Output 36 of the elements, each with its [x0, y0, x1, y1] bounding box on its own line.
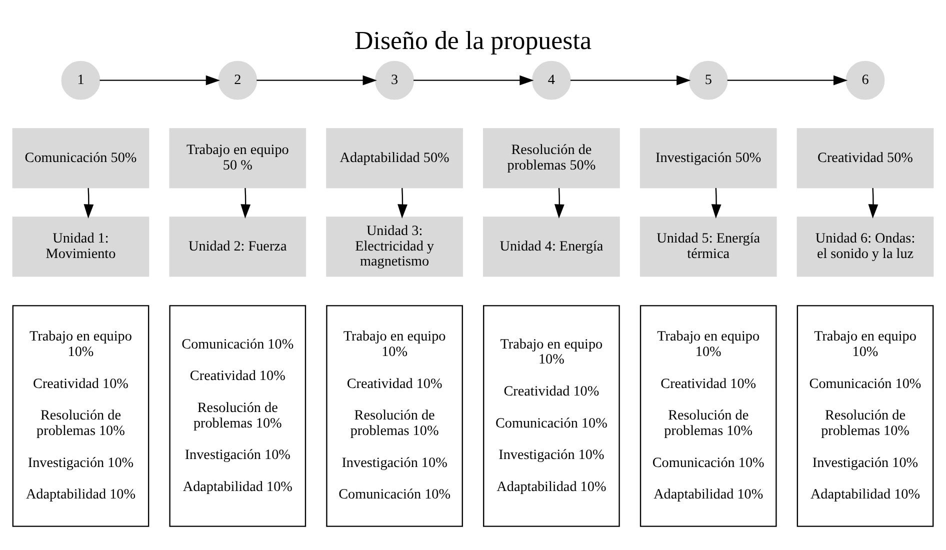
node-box: Unidad 6: Ondas: el sonido y la luz: [796, 216, 934, 277]
arrow: [414, 75, 534, 86]
node-circle: 2: [218, 60, 258, 100]
node-circle: 6: [846, 60, 885, 100]
node-box: Comunicación 50%: [12, 128, 150, 188]
arrow: [398, 188, 408, 218]
arrow: [256, 75, 377, 86]
node-circle: 5: [688, 60, 728, 100]
node-circle: 4: [532, 60, 571, 100]
node-circle: 1: [61, 60, 100, 100]
node-box: Unidad 3: Electricidad y magnetismo: [326, 216, 463, 277]
node-box: Unidad 1: Movimiento: [12, 216, 150, 277]
node-box: Unidad 4: Energía: [483, 216, 620, 277]
arrow: [570, 75, 691, 86]
node-box: Creatividad 50%: [796, 128, 934, 188]
arrow: [240, 188, 251, 218]
diagram-title: Diseño de la propuesta: [354, 26, 592, 56]
node-box: Trabajo en equipo 10% Comunicación 10% Resolución de problemas 10% Investigación 10% Adaptabilidad 10%: [796, 305, 934, 527]
node-box: Unidad 2: Fuerza: [169, 216, 306, 277]
node-box: Unidad 5: Energía térmica: [640, 216, 777, 277]
node-box: Comunicación 10% Creatividad 10% Resolución de problemas 10% Investigación 10% Adaptabilidad 10%: [169, 305, 306, 527]
node-box: Adaptabilidad 50%: [326, 128, 463, 188]
node-box: Investigación 50%: [640, 128, 777, 188]
arrow: [100, 75, 220, 86]
arrow: [711, 188, 722, 218]
node-box: Resolución de problemas 50%: [483, 128, 620, 188]
node-box: Trabajo en equipo 10% Creatividad 10% Comunicación 10% Investigación 10% Adaptabilidad 10%: [483, 305, 620, 527]
node-box: Trabajo en equipo 10% Creatividad 10% Resolución de problemas 10% Investigación 10% Comunicación 10%: [326, 305, 463, 527]
arrow: [727, 75, 848, 86]
node-box: Trabajo en equipo 50 %: [169, 128, 306, 188]
arrow: [868, 188, 878, 218]
arrow: [554, 188, 564, 218]
node-circle: 3: [375, 60, 414, 100]
arrow: [84, 188, 94, 218]
node-box: Trabajo en equipo 10% Creatividad 10% Resolución de problemas 10% Investigación 10% Adaptabilidad 10%: [12, 305, 150, 527]
node-box: Trabajo en equipo 10% Creatividad 10% Resolución de problemas 10% Comunicación 10% Adaptabilidad 10%: [640, 305, 777, 527]
